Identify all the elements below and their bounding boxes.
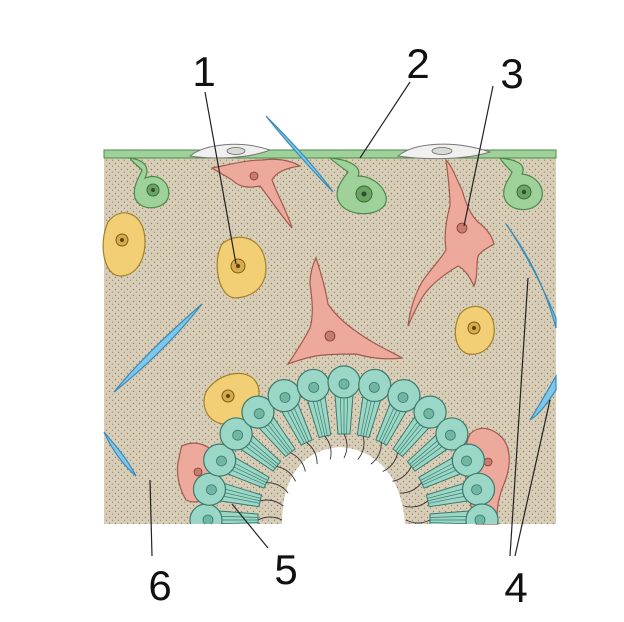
leader-2 — [359, 81, 411, 159]
leader-6 — [149, 479, 153, 557]
ependymal-cell — [370, 379, 421, 465]
glial-cell — [454, 305, 495, 355]
fiber — [529, 373, 557, 421]
leader-3 — [463, 85, 494, 227]
glial-cell — [216, 236, 267, 299]
ependymal-cell — [392, 417, 469, 482]
fiber — [113, 303, 203, 393]
label-2: 2 — [406, 40, 429, 87]
fiber — [505, 223, 557, 329]
ependymal-cell — [189, 503, 283, 524]
ependymal-cell — [382, 395, 447, 472]
label-6: 6 — [148, 562, 171, 609]
ependymal-cell — [203, 443, 289, 494]
label-5: 5 — [274, 546, 297, 593]
leader-lines — [149, 81, 551, 557]
leader-5 — [231, 503, 269, 549]
ependymal-cell — [192, 472, 284, 508]
ependymal-cell — [399, 443, 485, 494]
ependymal-cell — [356, 368, 392, 460]
ependymal-cell — [296, 368, 332, 460]
leader-4a — [509, 277, 529, 557]
ependymal-cell — [267, 379, 318, 465]
astrocyte — [286, 256, 404, 366]
ependymal-cell — [405, 503, 499, 524]
astrocyte — [210, 158, 302, 229]
epithelial-cell — [328, 157, 387, 215]
epithelial-cell — [128, 157, 170, 209]
fiber — [265, 115, 334, 193]
ependymal-cell — [404, 472, 496, 508]
ependymal-cell — [219, 417, 296, 482]
leader-4b — [514, 399, 551, 557]
label-4: 4 — [504, 564, 527, 611]
flat-cell-nucleus — [431, 147, 453, 155]
ependymal-cell — [327, 365, 361, 459]
epithelial-cell — [498, 157, 543, 211]
label-1: 1 — [192, 48, 215, 95]
ependymal-ring — [189, 365, 499, 524]
fiber — [103, 431, 137, 477]
flat-cell-nucleus — [226, 147, 246, 155]
leader-1 — [204, 91, 237, 265]
label-3: 3 — [500, 50, 523, 97]
glial-cell — [102, 212, 146, 277]
ependymal-cell — [241, 395, 306, 472]
